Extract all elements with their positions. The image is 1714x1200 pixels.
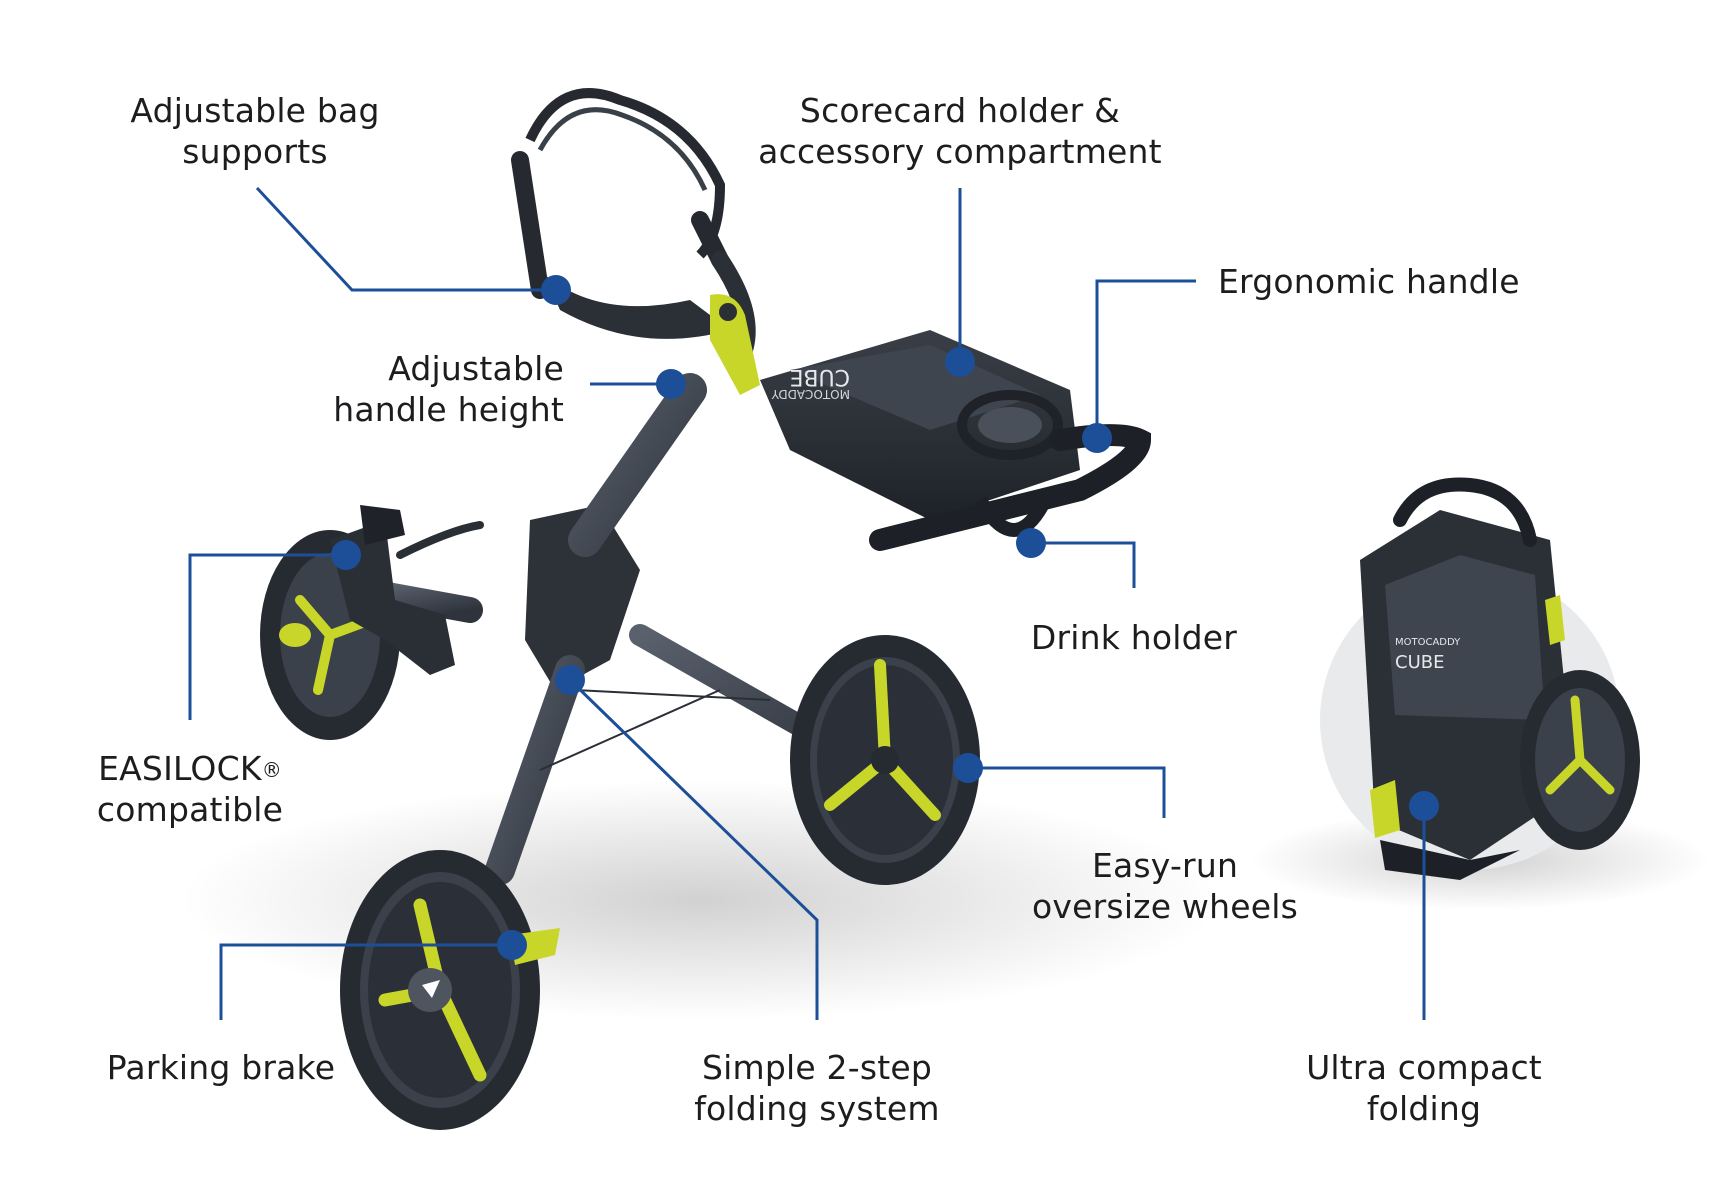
main-trolley: MOTOCADDY CUBE	[260, 88, 1152, 1130]
dot-ergonomic	[1082, 423, 1112, 453]
front-wheel	[340, 850, 540, 1130]
leader-brake	[219, 943, 512, 1020]
leader-drink	[1031, 541, 1136, 588]
folded-model-text: CUBE	[1395, 652, 1444, 673]
handle-height-clip	[710, 294, 760, 395]
label-folding-system: Simple 2-step folding system	[694, 1048, 940, 1128]
folded-trolley-illustration: MOTOCADDY CUBE	[1320, 477, 1640, 880]
dot-handle-height	[656, 369, 686, 399]
registered-mark: ®	[261, 758, 282, 782]
right-wheel	[790, 635, 980, 885]
dot-brake	[497, 930, 527, 960]
label-easilock: EASILOCK® compatible	[96, 749, 284, 829]
dot-folding-system	[555, 665, 585, 695]
label-bag-supports: Adjustable bag supports	[130, 91, 380, 171]
dot-compact	[1409, 791, 1439, 821]
label-scorecard: Scorecard holder & accessory compartment	[758, 91, 1162, 171]
dot-scorecard	[945, 347, 975, 377]
easilock-cradle	[330, 505, 484, 675]
label-wheels: Easy-run oversize wheels	[1032, 846, 1298, 926]
dot-wheels	[953, 753, 983, 783]
label-handle-height: Adjustable handle height	[333, 349, 564, 429]
model-text: CUBE	[790, 364, 850, 389]
bag-support-ring	[511, 88, 756, 369]
leader-folding-system	[568, 678, 819, 1020]
dot-easilock	[331, 540, 361, 570]
leader-bag-supports	[255, 186, 556, 292]
label-ergonomic: Ergonomic handle	[1218, 262, 1520, 301]
leader-wheels	[968, 766, 1166, 818]
label-drink: Drink holder	[1030, 618, 1238, 657]
leader-ergonomic	[1095, 279, 1196, 438]
brand-text: MOTOCADDY	[771, 387, 850, 401]
folded-brand-text: MOTOCADDY	[1395, 637, 1461, 648]
label-compact: Ultra compact folding	[1306, 1048, 1542, 1128]
leader-easilock	[188, 553, 346, 720]
dot-drink	[1016, 528, 1046, 558]
label-brake: Parking brake	[106, 1048, 336, 1087]
dot-bag-supports	[541, 275, 571, 305]
